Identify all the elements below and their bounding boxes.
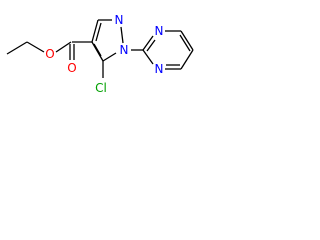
- ester-oxygen-label: O: [45, 47, 54, 61]
- bond-n1-c5: [102, 52, 117, 62]
- pyrimidine-n3-label: N: [155, 24, 164, 38]
- bond-o-carbonyl: [55, 41, 72, 53]
- bond-ch2-o: [26, 41, 45, 53]
- bond-c4-c3-inner: [95, 22, 102, 42]
- carbonyl-oxygen-label: O: [67, 61, 76, 75]
- ester-group: [55, 41, 92, 60]
- bond-c2-n3: [142, 35, 154, 51]
- chlorine-label: Cl: [95, 81, 107, 95]
- molecule-structure-diagram: O O N N Cl N N: [6, 13, 194, 95]
- pyrimidine-n1-label: N: [155, 62, 164, 76]
- pyrazole-ring: [91, 19, 124, 62]
- bond-n2-n1: [120, 26, 124, 44]
- bond-n1-c2: [142, 49, 154, 65]
- bond-c5-c4: [91, 41, 104, 62]
- bond-ch3-ch2: [6, 41, 28, 55]
- pyrimidine-ring: [142, 30, 194, 70]
- ethyl-group: [6, 41, 45, 55]
- pyrazole-n1-label: N: [120, 43, 129, 57]
- bond-c5-c6: [180, 49, 194, 70]
- molecule-canvas: O O N N Cl N N: [0, 0, 223, 118]
- bond-c2-n3-inner: [146, 39, 156, 52]
- pyrazole-n2-label: N: [115, 13, 124, 27]
- bond-c4-c5: [180, 30, 194, 51]
- bond-c4-c5-inner: [179, 34, 191, 52]
- bond-c5-c4-inner: [93, 43, 102, 57]
- bond-c4-c3: [91, 19, 99, 43]
